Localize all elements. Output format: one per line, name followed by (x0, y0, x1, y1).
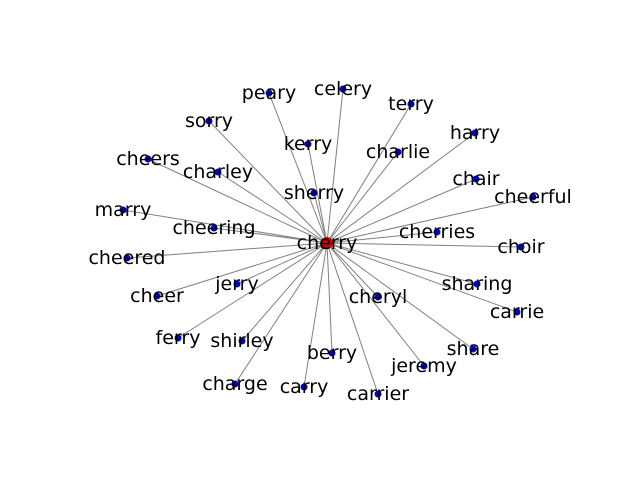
edge-cherry-charlie (326, 151, 399, 244)
label-cheering: cheering (172, 217, 255, 239)
node-cherry (321, 237, 333, 249)
node-shirley (238, 337, 246, 345)
node-cheering (210, 224, 218, 232)
node-ferry (174, 334, 182, 342)
node-cheered (123, 254, 131, 262)
edge-cherry-cheryl (326, 242, 379, 298)
label-cherries: cherries (399, 221, 475, 243)
edge-cherry-celery (326, 88, 344, 244)
node-jeremy (420, 362, 428, 370)
nodes (119, 85, 537, 398)
label-berry: berry (307, 342, 357, 364)
edge-cherry-cheerful (326, 196, 534, 244)
edge-cherry-jerry (236, 242, 328, 285)
edge-cherry-cheering (213, 227, 328, 244)
label-cheerful: cheerful (494, 186, 572, 208)
node-choir (517, 243, 525, 251)
node-terry (407, 100, 415, 108)
node-cheerful (529, 193, 537, 201)
edge-cherry-sorry (208, 120, 328, 244)
edge-cherry-cheer (156, 242, 328, 297)
node-sharing (473, 280, 481, 288)
node-berry (328, 349, 336, 357)
label-charge: charge (202, 373, 267, 395)
node-cheer (153, 292, 161, 300)
node-sorry (205, 117, 213, 125)
label-charlie: charlie (366, 141, 430, 163)
label-ferry: ferry (156, 327, 201, 349)
label-chair: chair (452, 168, 499, 190)
label-share: share (447, 338, 500, 360)
edge-cherry-berry (326, 242, 333, 354)
edge-cherry-share (326, 242, 474, 350)
node-cheryl (374, 293, 382, 301)
edge-cherry-sharing (326, 242, 478, 285)
labels: peary celery terry harry sorry kerry charlie ch… (88, 78, 571, 405)
edge-cherry-shirley (241, 242, 328, 342)
node-share (469, 345, 477, 353)
edges (122, 88, 534, 395)
node-celery (339, 85, 347, 93)
edge-cherry-marry (122, 209, 328, 244)
label-shirley: shirley (210, 330, 273, 352)
node-cherries (433, 228, 441, 236)
label-sorry: sorry (185, 110, 233, 132)
label-jerry: jerry (214, 273, 259, 295)
node-charley (214, 168, 222, 176)
node-sherry (310, 189, 318, 197)
edge-cherry-terry (326, 103, 412, 244)
label-carrie: carrie (490, 301, 544, 323)
node-charlie (394, 148, 402, 156)
node-harry (471, 129, 479, 137)
edge-cherry-cheered (126, 242, 328, 259)
node-charge (231, 380, 239, 388)
label-sherry: sherry (284, 182, 344, 204)
label-harry: harry (450, 122, 500, 144)
label-cheer: cheer (130, 285, 184, 307)
label-cheers: cheers (116, 148, 180, 170)
node-carrie (513, 308, 521, 316)
node-chair (472, 175, 480, 183)
label-celery: celery (314, 78, 372, 100)
edge-cherry-cheers (147, 158, 328, 244)
node-kerry (304, 140, 312, 148)
edge-cherry-cherries (326, 231, 438, 244)
label-peary: peary (242, 82, 296, 104)
edge-cherry-jeremy (326, 242, 425, 367)
edge-cherry-peary (268, 92, 328, 244)
label-cherry: cherry (297, 232, 358, 254)
edge-cherry-sherry (313, 192, 328, 244)
edge-cherry-ferry (177, 242, 328, 339)
edge-cherry-charge (234, 242, 328, 385)
edge-cherry-carrie (326, 242, 518, 313)
node-jerry (233, 280, 241, 288)
edge-cherry-kerry (307, 143, 328, 244)
label-carrier: carrier (347, 383, 409, 405)
edge-cherry-choir (326, 242, 522, 248)
edge-cherry-carry (303, 242, 328, 388)
edge-cherry-carrier (326, 242, 379, 395)
label-sharing: sharing (442, 273, 513, 295)
label-cheered: cheered (88, 247, 165, 269)
node-carry (300, 383, 308, 391)
label-jeremy: jeremy (390, 355, 457, 377)
node-cheers (144, 155, 152, 163)
label-terry: terry (388, 93, 434, 115)
node-carrier (374, 390, 382, 398)
node-marry (119, 206, 127, 214)
label-marry: marry (95, 199, 152, 221)
node-peary (265, 89, 273, 97)
edge-cherry-chair (326, 178, 477, 244)
label-carry: carry (280, 376, 329, 398)
edge-cherry-harry (326, 132, 476, 244)
label-charley: charley (183, 161, 253, 183)
edge-cherry-charley (217, 171, 328, 244)
label-cheryl: cheryl (349, 286, 408, 308)
label-kerry: kerry (284, 133, 333, 155)
label-choir: choir (497, 236, 544, 258)
